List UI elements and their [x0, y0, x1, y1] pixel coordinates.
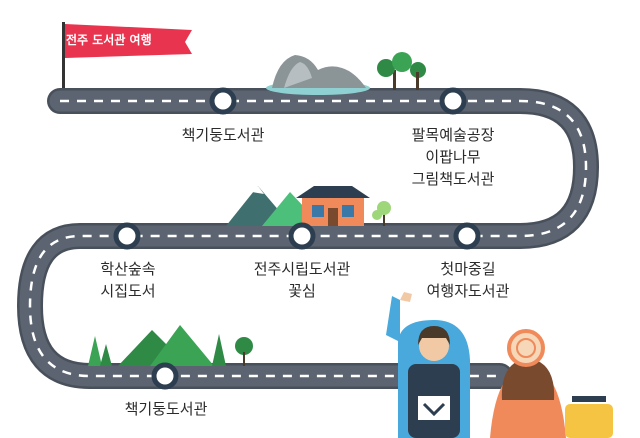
- stop-label-6: 책기둥도서관: [124, 400, 208, 418]
- stop-marker-3[interactable]: [453, 222, 481, 250]
- stop-label-4: 전주시립도서관 꽃심: [253, 260, 351, 300]
- stop-marker-2[interactable]: [439, 87, 467, 115]
- mountain-icon: [118, 325, 214, 366]
- tree-icon: [372, 201, 391, 226]
- traveler-icon: [490, 329, 566, 438]
- flag-icon: [62, 22, 192, 97]
- banner-title: 전주 도서관 여행: [66, 33, 152, 47]
- road: [16, 88, 600, 389]
- stop-label-1: 책기둥도서관: [181, 126, 265, 144]
- stop-label-5: 학산숲속 시집도서: [100, 260, 156, 300]
- library-building-icon: [296, 186, 370, 226]
- suitcase-icon: [565, 396, 613, 438]
- stop-label-2: 팔목예술공장 이팝나무 그림책도서관: [411, 126, 495, 188]
- stop-marker-5[interactable]: [113, 222, 141, 250]
- stop-marker-6[interactable]: [151, 362, 179, 390]
- traveler-icon: [386, 292, 470, 438]
- stop-label-3: 첫마중길 여행자도서관: [426, 260, 510, 300]
- stop-marker-1[interactable]: [209, 87, 237, 115]
- mountain-icon: [266, 55, 370, 95]
- stop-marker-4[interactable]: [288, 222, 316, 250]
- tree-icon: [88, 334, 253, 366]
- tree-icon: [377, 52, 426, 90]
